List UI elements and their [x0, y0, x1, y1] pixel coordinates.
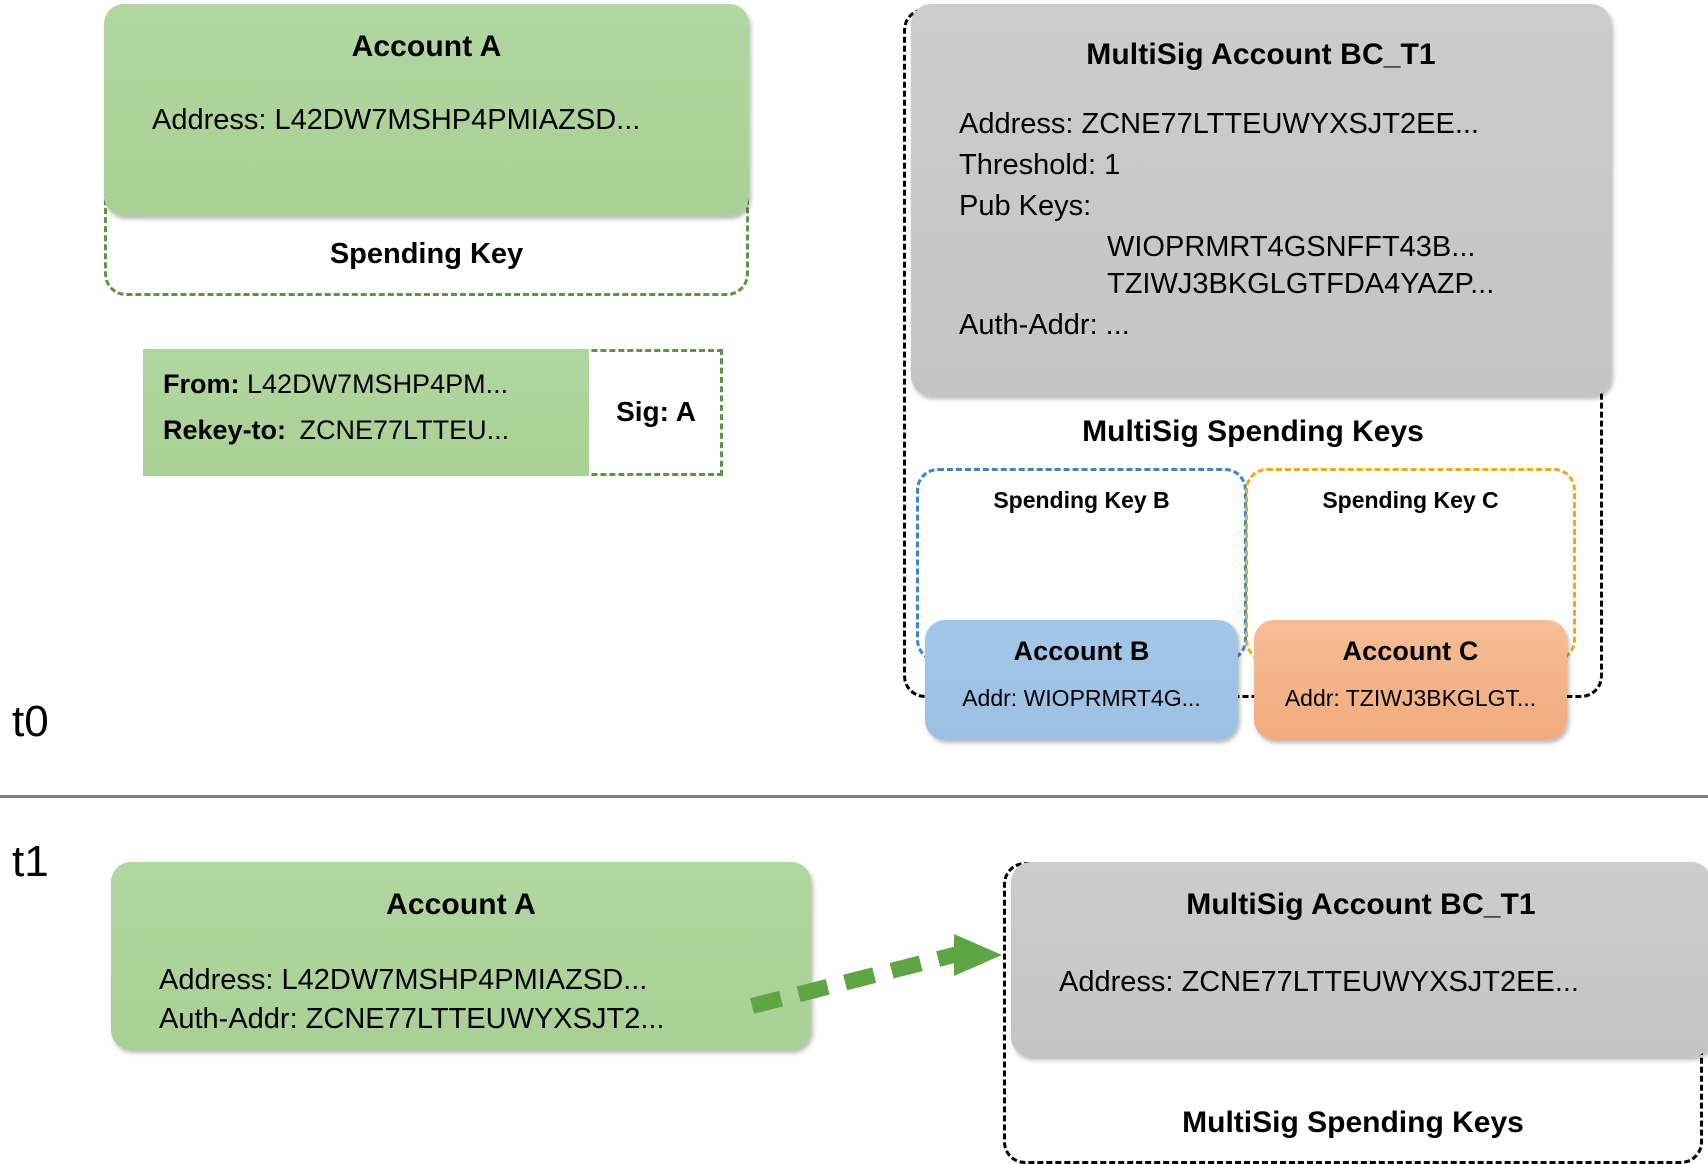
multisig-pubkey-1: TZIWJ3BKGLGTFDA4YAZP...	[1107, 268, 1495, 300]
multisig-pubkeys-label-t0: Pub Keys:	[959, 190, 1092, 222]
spending-key-c-label: Spending Key C	[1322, 487, 1499, 513]
account-a-card-t1[interactable]: Account A Address: L42DW7MSHP4PMIAZSD...…	[111, 862, 811, 1050]
multisig-account-card-t0[interactable]: MultiSig Account BC_T1 Address: ZCNE77LT…	[911, 4, 1611, 396]
multisig-spending-keys-label-t0: MultiSig Spending Keys	[1082, 415, 1424, 448]
rekey-arrow	[750, 934, 1002, 1014]
transaction-from-row: From: L42DW7MSHP4PM...	[163, 369, 508, 400]
account-a-title-t1: Account A	[386, 888, 536, 921]
account-a-spending-key-label: Spending Key	[329, 238, 524, 270]
transaction-rekey-label: Rekey-to:	[163, 415, 287, 445]
transaction-from-value: L42DW7MSHP4PM...	[247, 369, 509, 399]
account-c-title: Account C	[1342, 636, 1479, 666]
account-a-card-t0[interactable]: Account A Address: L42DW7MSHP4PMIAZSD...	[104, 4, 749, 216]
spending-key-b-label: Spending Key B	[993, 487, 1170, 513]
multisig-account-card-t1[interactable]: MultiSig Account BC_T1 Address: ZCNE77LT…	[1011, 862, 1708, 1057]
multisig-auth-addr-t0: Auth-Addr: ...	[959, 309, 1130, 341]
transaction-signature-label: Sig: A	[616, 396, 696, 427]
multisig-account-title-t0: MultiSig Account BC_T1	[1086, 38, 1436, 71]
account-a-title-t0: Account A	[351, 30, 502, 63]
timeline-divider	[0, 795, 1708, 798]
account-a-address-t1: Address: L42DW7MSHP4PMIAZSD...	[159, 964, 648, 996]
timeline-label-t0: t0	[12, 697, 49, 746]
timeline-label-t1: t1	[12, 837, 49, 886]
account-c-card[interactable]: Account C Addr: TZIWJ3BKGLGT...	[1254, 620, 1567, 740]
transaction-rekey-row: Rekey-to: ZCNE77LTTEU...	[163, 415, 509, 446]
multisig-account-title-t1: MultiSig Account BC_T1	[1186, 888, 1536, 921]
multisig-pubkey-0: WIOPRMRT4GSNFFT43B...	[1107, 231, 1476, 263]
transaction-from-label: From:	[163, 369, 240, 399]
account-b-title: Account B	[1013, 636, 1150, 666]
account-a-auth-addr-t1: Auth-Addr: ZCNE77LTTEUWYXSJT2...	[159, 1003, 665, 1035]
multisig-threshold-t0: Threshold: 1	[959, 149, 1121, 181]
account-b-card[interactable]: Account B Addr: WIOPRMRT4G...	[925, 620, 1238, 740]
transaction-body[interactable]: From: L42DW7MSHP4PM... Rekey-to: ZCNE77L…	[143, 349, 589, 476]
multisig-address-t1: Address: ZCNE77LTTEUWYXSJT2EE...	[1059, 966, 1579, 998]
account-b-address: Addr: WIOPRMRT4G...	[962, 685, 1201, 711]
account-a-address-t0: Address: L42DW7MSHP4PMIAZSD...	[152, 104, 641, 136]
multisig-spending-keys-label-t1: MultiSig Spending Keys	[1182, 1106, 1524, 1139]
transaction-rekey-value: ZCNE77LTTEU...	[299, 415, 510, 445]
multisig-address-t0: Address: ZCNE77LTTEUWYXSJT2EE...	[959, 108, 1479, 140]
account-c-address: Addr: TZIWJ3BKGLGT...	[1284, 685, 1537, 711]
